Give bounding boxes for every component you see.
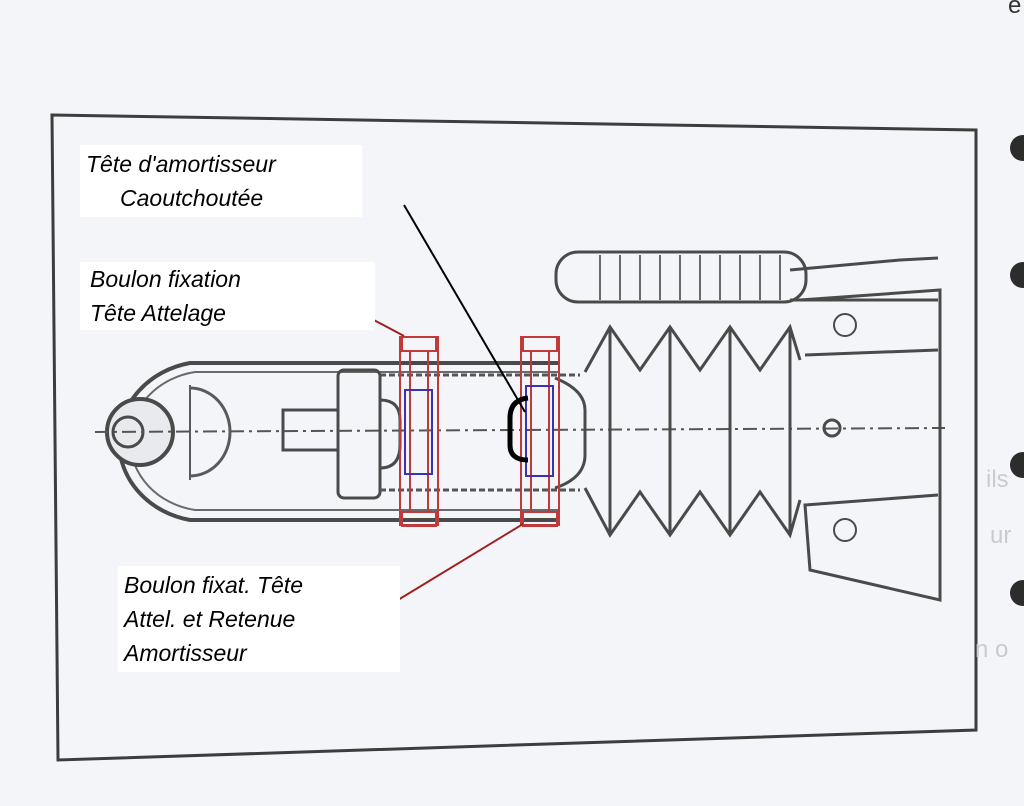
spring-coils: [599, 255, 781, 300]
handle-arm: [789, 256, 939, 302]
drawbar-inner-line: [129, 371, 560, 511]
label-hitch-bolt-line1: Boulon fixation: [90, 266, 241, 292]
label-shock-head: Tête d'amortisseur Caoutchoutée: [80, 145, 362, 217]
label-hitch-bolt: Boulon fixation Tête Attelage: [80, 262, 375, 330]
label-shock-head-line2: Caoutchoutée: [120, 185, 264, 211]
ball-arc: [189, 386, 232, 478]
bolt-damper-core: [525, 385, 554, 477]
page-bullet: [1010, 580, 1024, 606]
damper-socket: [554, 376, 587, 490]
page-bullet: [1010, 135, 1024, 161]
bolt-hitch-core: [404, 389, 433, 475]
bolt-hitch: [399, 336, 439, 527]
page-bullet: [1010, 452, 1024, 478]
bolt-hitch-top-head: [401, 336, 437, 352]
pointer-shock-head: [403, 204, 526, 413]
bolt-damper-bottom-head: [522, 511, 558, 527]
right-pivot: [822, 418, 842, 438]
right-body: [799, 288, 942, 602]
bellows: [583, 323, 802, 539]
label-shock-head-line1: Tête d'amortisseur: [86, 151, 276, 177]
label-damper-bolt-line2: Attel. et Retenue: [124, 606, 296, 632]
label-damper-bolt-line3: Amortisseur: [124, 640, 247, 666]
page-fragment: ils: [986, 466, 1009, 493]
page-bullet: [1010, 262, 1024, 288]
label-hitch-bolt-line2: Tête Attelage: [90, 300, 226, 326]
upper-screw: [833, 313, 857, 337]
figure-frame: [50, 113, 978, 762]
page-fragment: n o: [975, 636, 1009, 663]
bolt-hitch-bottom-head: [401, 511, 437, 527]
inner-block-left: [281, 408, 340, 452]
bolt-damper-top-head: [522, 336, 558, 352]
label-damper-bolt: Boulon fixat. Tête Attel. et Retenue Amo…: [118, 566, 400, 672]
label-damper-bolt-line1: Boulon fixat. Tête: [124, 572, 303, 598]
inner-block-mid: [336, 368, 382, 500]
spring-tube: [554, 250, 808, 304]
page-fragment: ur: [990, 522, 1012, 549]
pointer-damper-bolt: [392, 523, 524, 604]
lower-screw: [833, 518, 857, 542]
inner-block-curve: [379, 398, 402, 470]
bolt-damper: [520, 336, 560, 527]
page-fragment: e: [1008, 0, 1022, 19]
